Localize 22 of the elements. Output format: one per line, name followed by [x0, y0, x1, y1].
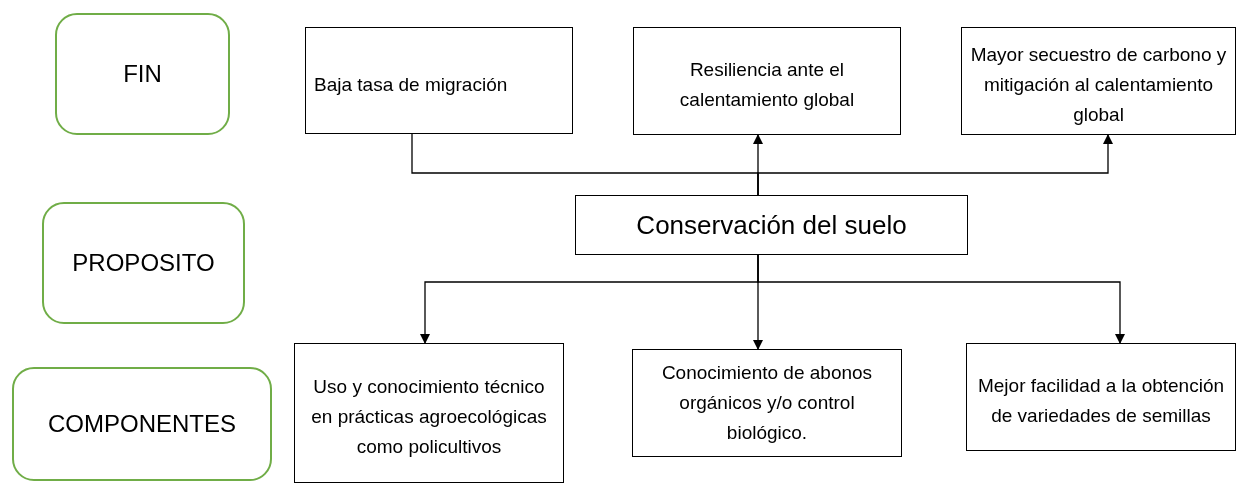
- box-label: Uso y conocimiento técnico en prácticas agroecológicas como policultivos: [310, 375, 548, 459]
- box-label: Mejor facilidad a la obtención de variedades de semillas: [976, 374, 1226, 428]
- box-label: COMPONENTES: [48, 409, 236, 439]
- level-label-box: [55, 13, 230, 135]
- process-box: [966, 343, 1236, 451]
- level-label-box: [42, 202, 245, 324]
- process-box: [632, 349, 902, 457]
- box-label: Conocimiento de abonos orgánicos y/o control biológico.: [660, 361, 874, 445]
- process-box: [961, 27, 1236, 135]
- process-box: [633, 27, 901, 135]
- level-label-box: [12, 367, 272, 481]
- box-label: Conservación del suelo: [636, 208, 907, 242]
- purpose-box: [575, 195, 968, 255]
- box-label: PROPOSITO: [72, 248, 215, 278]
- connector-arrow: [757, 254, 1125, 344]
- connector-arrow: [757, 134, 1113, 196]
- process-box: [294, 343, 564, 483]
- box-label: Resiliencia ante el calentamiento global: [678, 58, 856, 112]
- process-box: [305, 27, 573, 134]
- box-label: Mayor secuestro de carbono y mitigación al calentamiento global: [970, 43, 1227, 127]
- box-label: FIN: [123, 59, 162, 89]
- box-label: Baja tasa de migración: [314, 72, 508, 97]
